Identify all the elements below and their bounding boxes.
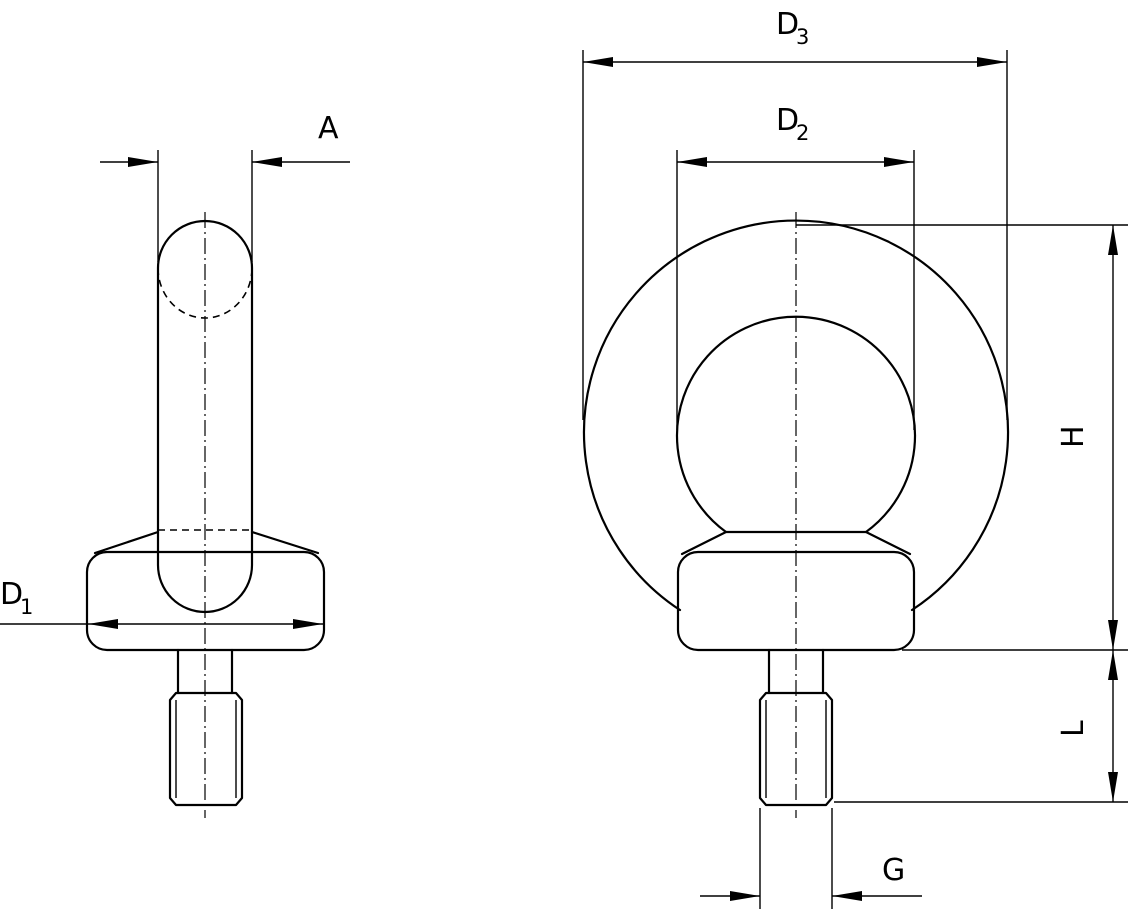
dimension-l-label: L [1056,720,1091,737]
front-thread-minor [765,700,827,798]
dimension-d1-label: D [0,577,23,612]
side-view [85,212,326,818]
dimension-h: H [796,224,1128,651]
dimension-g: G [700,808,922,909]
dimension-d3-subscript: 3 [796,25,809,49]
dimension-g-label: G [882,853,905,888]
dimension-l: L [834,650,1128,803]
front-thread [758,691,834,807]
dimension-d3: D 3 [582,7,1008,420]
dimension-d2-subscript: 2 [796,121,809,145]
side-neck [176,648,234,695]
dimension-d1: D 1 [0,577,324,629]
side-thread-minor [175,700,237,798]
dimension-a-label: A [318,111,339,146]
dimension-d3-label: D [776,7,799,42]
front-view [582,212,1010,818]
side-ring-outline [156,219,254,614]
side-thread [168,691,244,807]
side-collar-chamfer [93,530,320,555]
dimension-h-label: H [1056,425,1091,448]
dimension-d2-label: D [776,103,799,138]
dimension-d2: D 2 [676,103,915,430]
dimension-d1-subscript: 1 [20,595,33,619]
front-neck [767,648,825,695]
dimension-a: A [100,111,350,262]
